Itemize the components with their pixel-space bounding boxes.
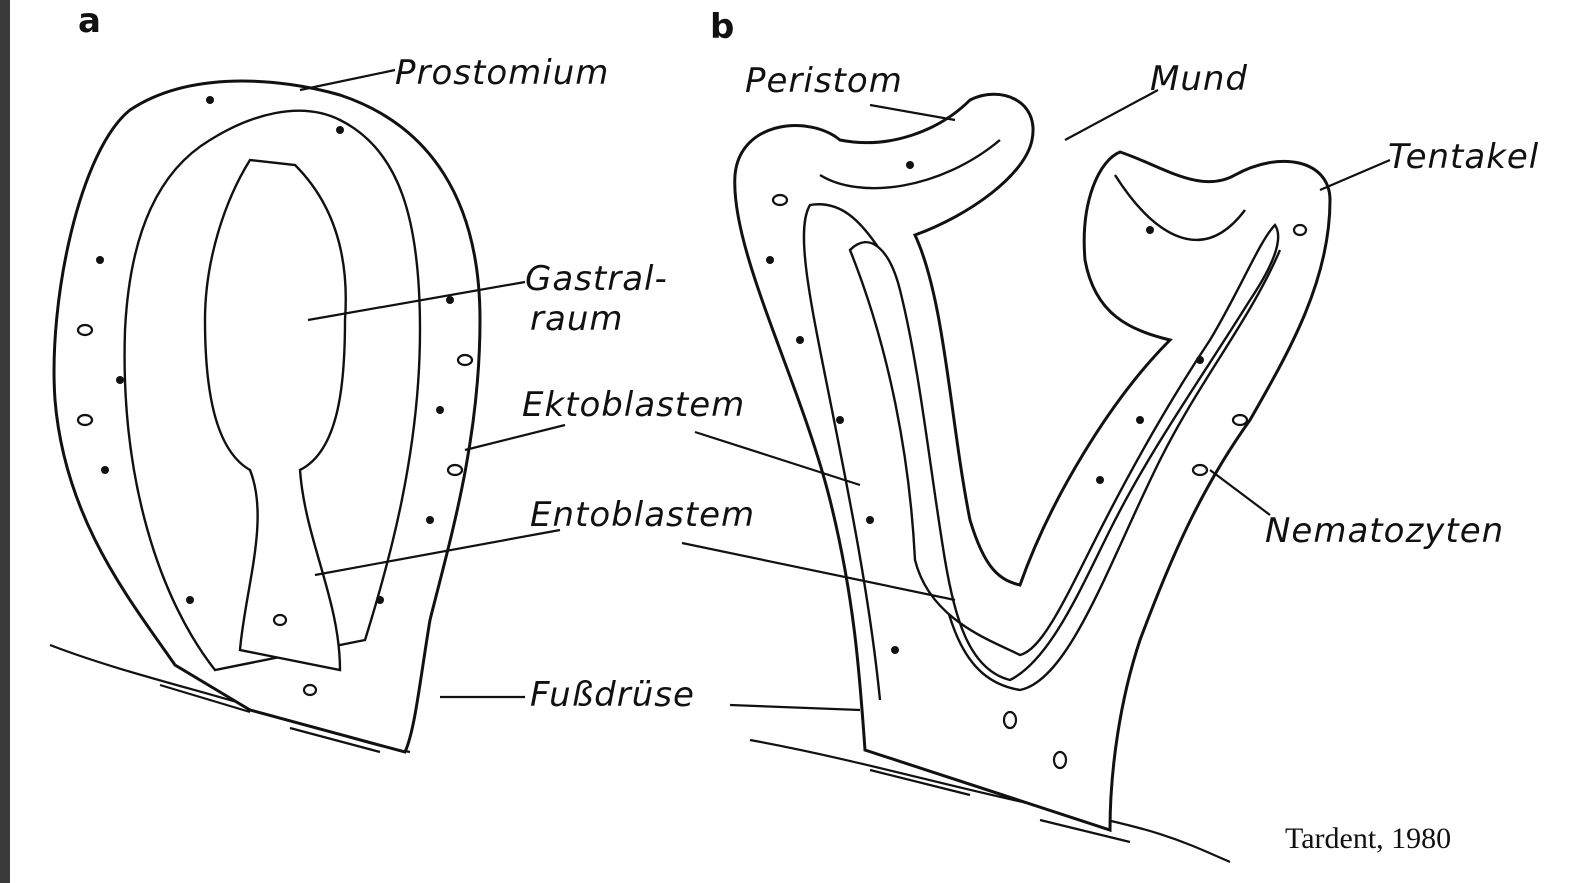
figure-page: a b Prostomium Gastral- raum Ektoblastem… bbox=[10, 0, 1572, 883]
label-gastralraum-1: Gastral- bbox=[525, 259, 668, 299]
leader-peristom bbox=[870, 105, 955, 120]
label-entoblastem: Entoblastem bbox=[530, 495, 755, 535]
leader-fussdruse-b bbox=[730, 705, 860, 710]
panel-label-b: b bbox=[710, 7, 734, 47]
label-nematozyten: Nematozyten bbox=[1265, 511, 1504, 551]
label-fussdruse: Fußdrüse bbox=[530, 675, 695, 715]
label-prostomium: Prostomium bbox=[395, 53, 609, 93]
figure-credit: Tardent, 1980 bbox=[1285, 822, 1451, 855]
panel-label-a: a bbox=[78, 1, 101, 41]
label-mund: Mund bbox=[1150, 59, 1248, 99]
panel-a-drawing bbox=[50, 81, 480, 752]
leader-prostomium bbox=[300, 70, 395, 90]
label-gastralraum-2: raum bbox=[530, 299, 623, 339]
label-tentakel: Tentakel bbox=[1388, 137, 1539, 177]
panel-b-drawing bbox=[735, 94, 1330, 862]
leader-tentakel bbox=[1320, 160, 1390, 190]
hydra-regeneration-figure: a b Prostomium Gastral- raum Ektoblastem… bbox=[10, 0, 1572, 883]
label-ektoblastem: Ektoblastem bbox=[522, 385, 745, 425]
leader-nematozyten bbox=[1210, 470, 1270, 515]
label-peristom: Peristom bbox=[745, 61, 903, 101]
leader-ektoblastem-a bbox=[465, 425, 565, 450]
leader-mund bbox=[1065, 90, 1158, 140]
